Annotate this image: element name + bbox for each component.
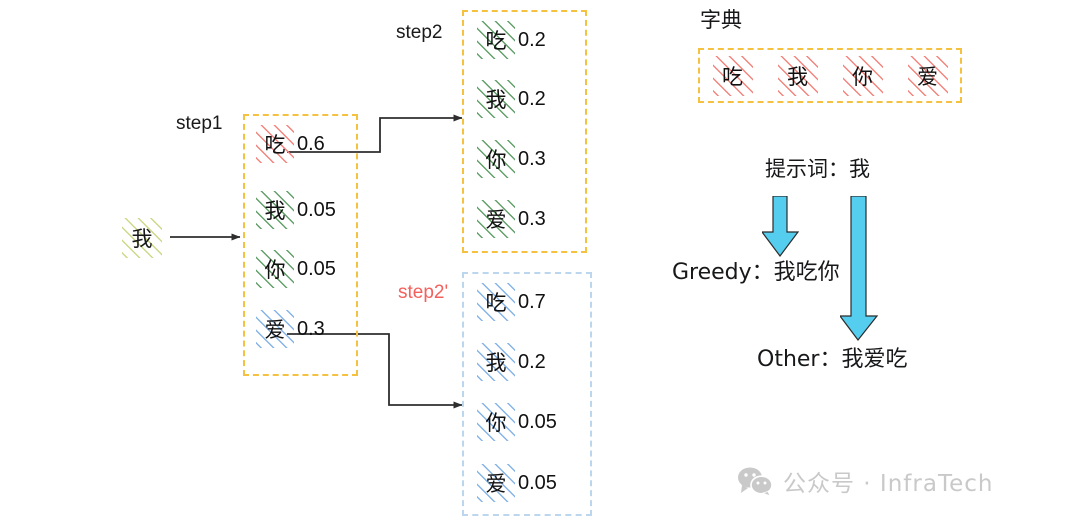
step1-box [243,114,358,376]
step1-token-prob: 0.05 [297,257,336,280]
step2-alt-token-row: 吃 0.7 [477,283,546,321]
step2-alt-token-prob: 0.7 [518,290,546,313]
step1-token-prob: 0.05 [297,198,336,221]
step2-box [462,10,587,253]
step2-token-glyph: 爱 [477,200,515,238]
step2-token-prob: 0.2 [518,28,546,51]
step2-alt-token-row: 我 0.2 [477,343,546,381]
step2-alt-token-glyph: 我 [477,343,515,381]
dictionary-box: 吃 我 你 爱 [698,48,962,103]
step1-token-prob: 0.3 [297,317,325,340]
watermark: 公众号 · InfraTech [737,464,993,498]
step2-alt-token-prob: 0.2 [518,350,546,373]
step2-alt-token-row: 爱 0.05 [477,464,557,502]
step1-token-row: 我 0.05 [256,191,336,229]
dictionary-title: 字典 [700,8,742,32]
dictionary-entry: 吃 [712,55,753,96]
step1-token-glyph: 爱 [256,310,294,348]
other-result-line: Other：我爱吃 [757,347,908,372]
input-token: 我 [122,218,162,258]
step2-token-prob: 0.3 [518,147,546,170]
prompt-line: 提示词：我 [765,157,870,181]
step2-alt-token-glyph: 你 [477,403,515,441]
step2-token-row: 爱 0.3 [477,200,546,238]
greedy-arrow-icon [762,196,800,257]
step1-token-row: 吃 0.6 [256,125,325,163]
step2-token-glyph: 吃 [477,21,515,59]
step2-token-row: 我 0.2 [477,80,546,118]
step2-alt-token-row: 你 0.05 [477,403,557,441]
step1-token-prob: 0.6 [297,132,325,155]
dictionary-entry: 你 [842,55,883,96]
step2-label: step2 [396,22,443,43]
step2-alt-token-prob: 0.05 [518,471,557,494]
step2-alt-box [462,272,592,516]
step1-label: step1 [176,113,223,134]
step2-alt-token-prob: 0.05 [518,410,557,433]
step2-token-glyph: 我 [477,80,515,118]
step1-token-glyph: 吃 [256,125,294,163]
step1-token-glyph: 我 [256,191,294,229]
step2-token-row: 你 0.3 [477,140,546,178]
step1-token-glyph: 你 [256,250,294,288]
step2-token-prob: 0.3 [518,207,546,230]
step2-token-glyph: 你 [477,140,515,178]
greedy-result-line: Greedy：我吃你 [672,260,840,285]
step2-alt-token-glyph: 爱 [477,464,515,502]
wechat-icon [738,467,773,496]
input-token-char: 我 [131,227,153,251]
other-arrow-icon [840,196,879,341]
dictionary-entry: 爱 [907,55,948,96]
step2-token-row: 吃 0.2 [477,21,546,59]
dictionary-entry: 我 [777,55,818,96]
step1-token-row: 爱 0.3 [256,310,325,348]
watermark-text: 公众号 · InfraTech [783,471,994,497]
step2-alt-label: step2' [398,282,449,303]
step2-alt-token-glyph: 吃 [477,283,515,321]
step1-token-row: 你 0.05 [256,250,336,288]
step2-token-prob: 0.2 [518,87,546,110]
